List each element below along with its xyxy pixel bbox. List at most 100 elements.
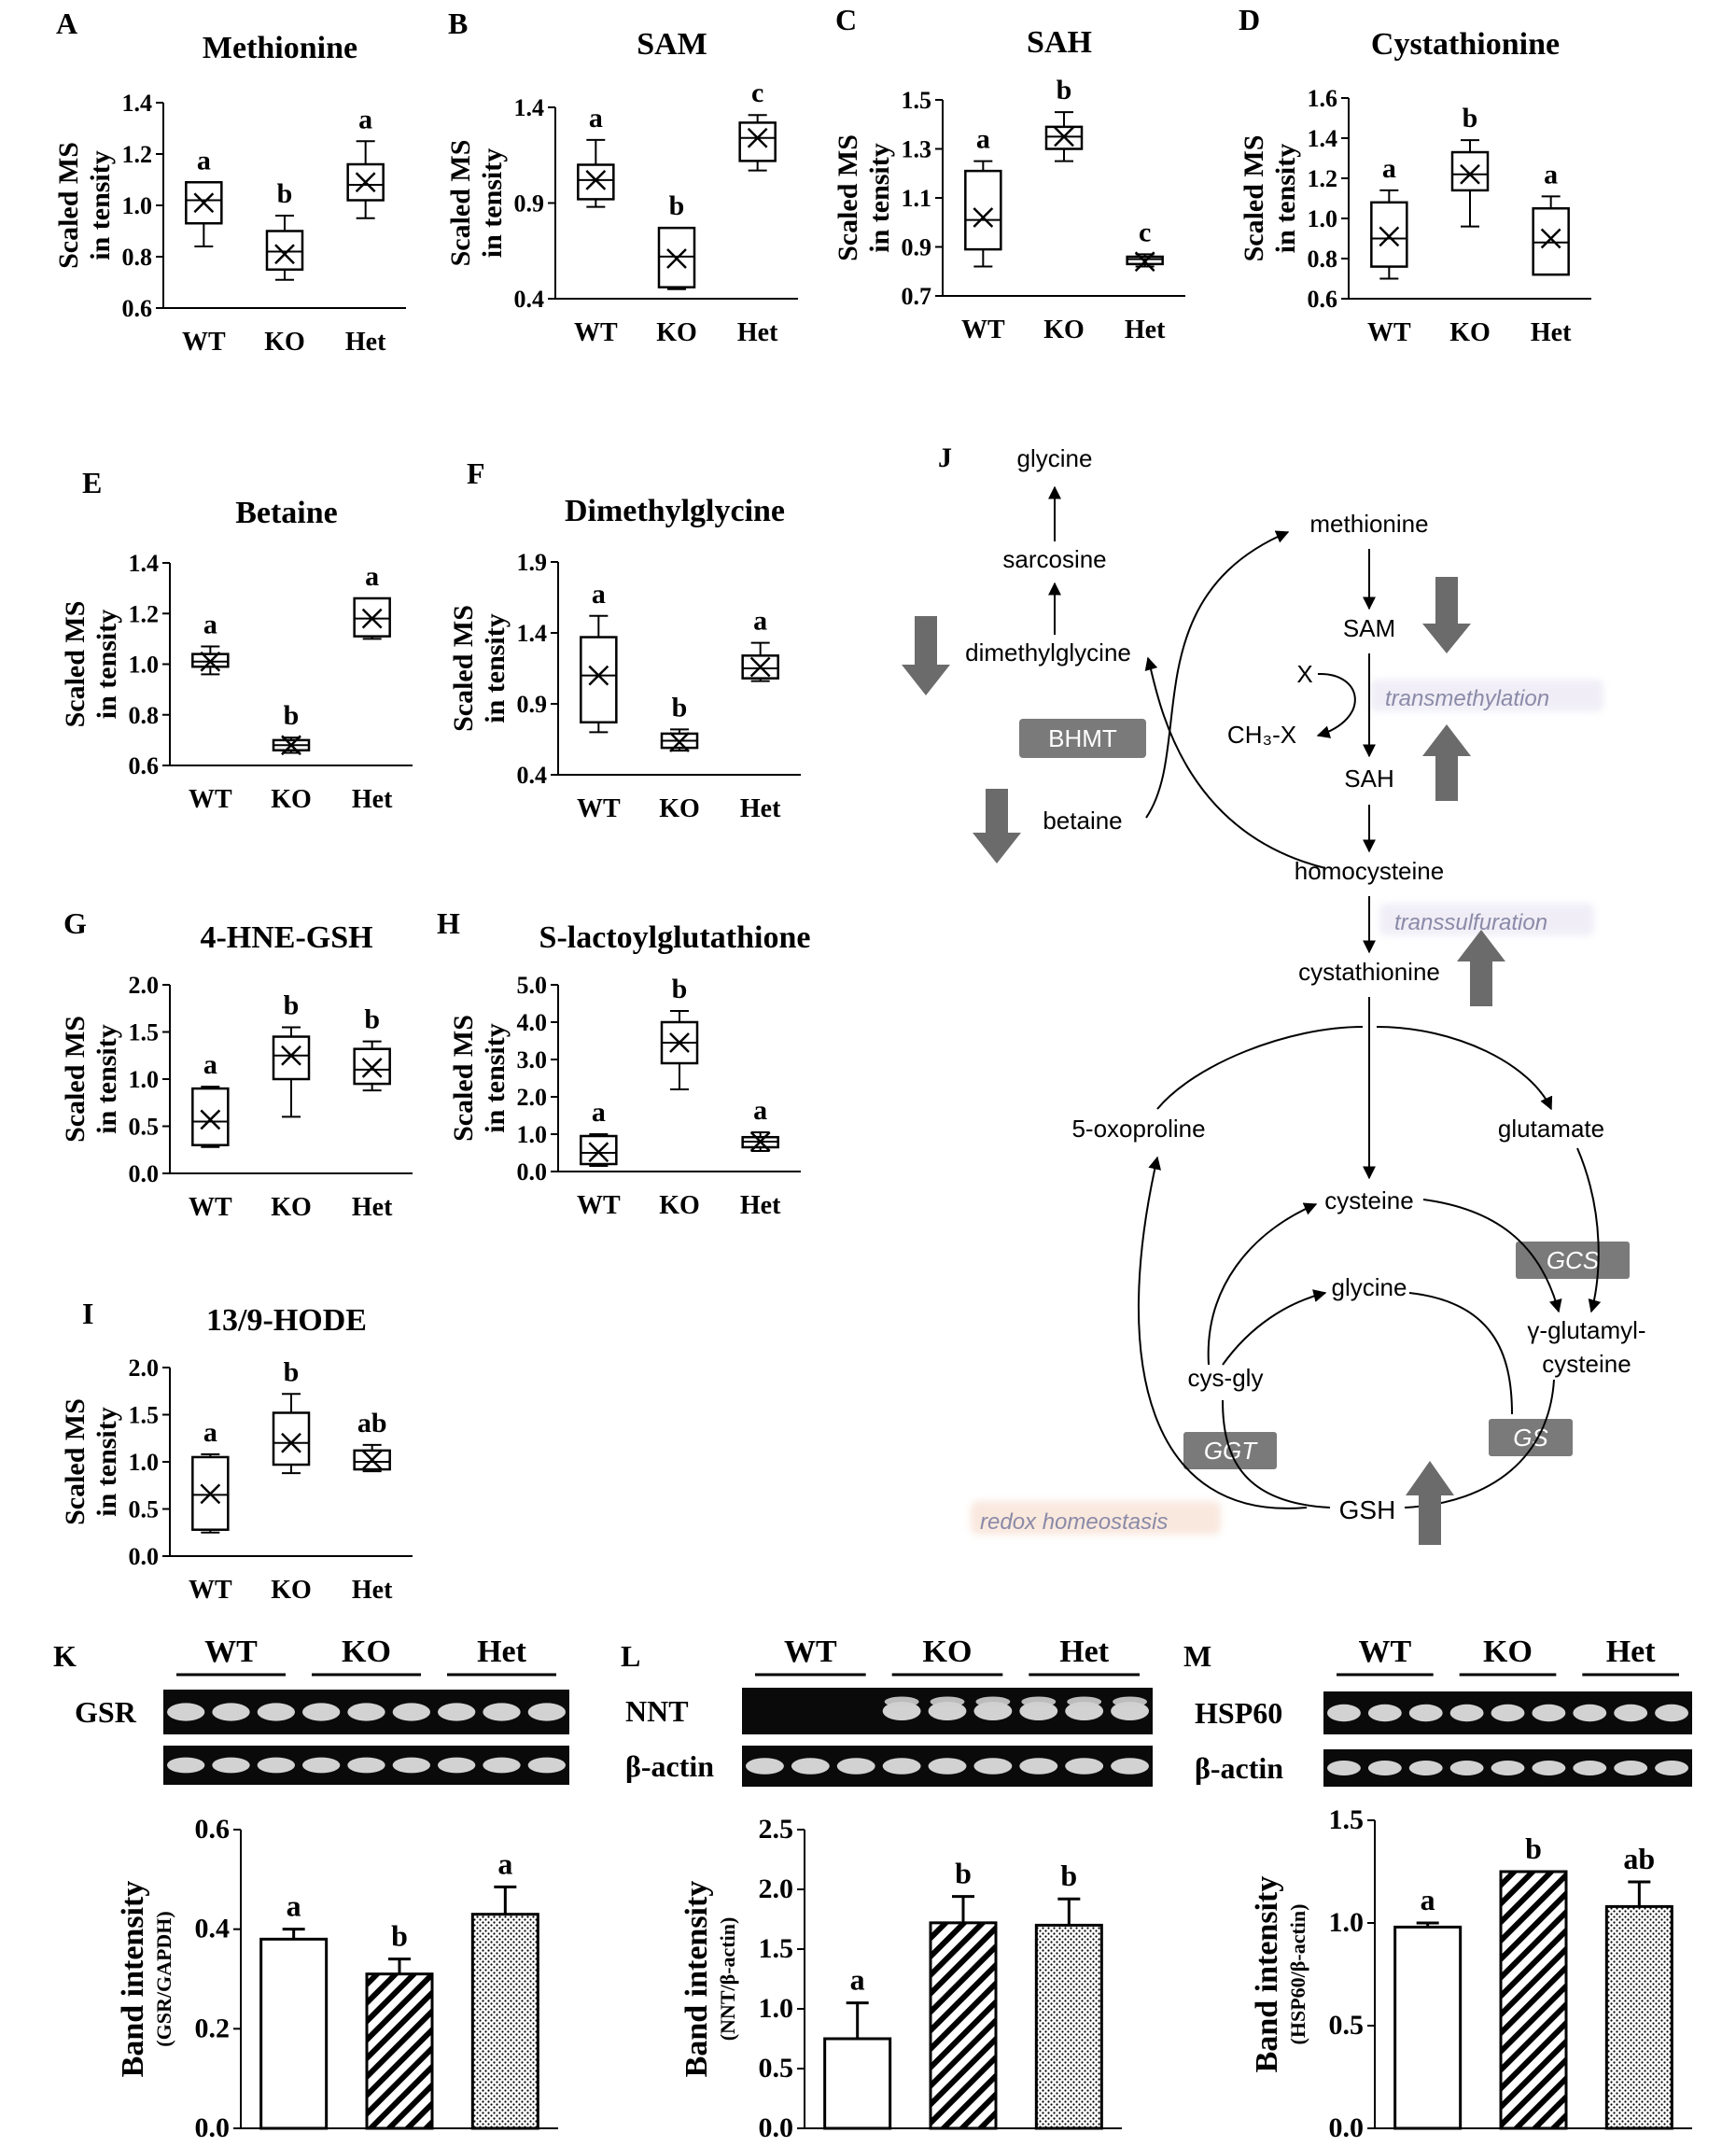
bar-WT	[1393, 1925, 1463, 2130]
blot-band	[1491, 1704, 1525, 1722]
blot-band	[1491, 1761, 1525, 1775]
bar-KO	[365, 1972, 434, 2130]
blot-band	[746, 1758, 784, 1775]
x-tick-label: WT	[189, 785, 232, 814]
x-tick-label: WT	[1367, 318, 1411, 347]
x-tick-label: KO	[659, 1191, 700, 1220]
y-tick-label: 1.9	[517, 549, 548, 576]
y-tick-label: 1.0	[517, 1121, 548, 1148]
regulation-arrows	[902, 577, 1505, 1545]
x-tick-label: WT	[833, 2143, 882, 2147]
chart-title: Dimethylglycine	[565, 494, 785, 528]
x-tick-label: WT	[574, 318, 618, 347]
x-tick-label: Het	[740, 794, 781, 823]
y-axis-label-line2: in tensity	[480, 613, 511, 723]
mean-marker	[973, 207, 994, 228]
y-tick-label: 0.5	[129, 1114, 160, 1141]
significance-letter: a	[753, 606, 767, 637]
blot-band	[1327, 1704, 1361, 1722]
box-Het	[1532, 207, 1570, 276]
x-tick-label: Het	[352, 1193, 393, 1222]
transmethylation-label: transmethylation	[1385, 686, 1549, 711]
y-tick-label: 1.6	[1308, 85, 1338, 112]
redox-homeostasis-label: redox homeostasis	[980, 1509, 1168, 1535]
panel-letter-K: K	[53, 1639, 77, 1673]
y-axis-label-line2: in tensity	[91, 1024, 122, 1134]
y-tick-label: 4.0	[517, 1009, 548, 1036]
box-WT	[191, 1087, 230, 1146]
blot-band	[527, 1757, 566, 1774]
blot-band	[1655, 1761, 1688, 1775]
x-tick-label: KO	[1449, 318, 1491, 347]
y-axis-label: Scaled MSin tensity	[448, 1015, 511, 1142]
blot-band	[928, 1702, 967, 1720]
blot-group-label: KO	[1483, 1635, 1533, 1669]
y-tick-label: 1.0	[759, 1993, 794, 2024]
SAM-down-arrow	[1422, 577, 1471, 653]
blot-group-label: WT	[1358, 1635, 1411, 1669]
panel-letter-E: E	[82, 466, 102, 499]
x-tick-label: Het	[740, 1191, 781, 1220]
blot-band-upper	[1113, 1696, 1147, 1707]
blot-band-upper	[975, 1696, 1011, 1707]
blot-band	[973, 1758, 1013, 1775]
blot-band	[1111, 1758, 1149, 1775]
y-tick-label: 1.3	[902, 136, 932, 163]
y-axis-label-line2: (HSP60/β-actin)	[1286, 1904, 1309, 2045]
x-tick-label: Het	[1045, 2143, 1092, 2147]
blot-row-label: β-actin	[625, 1749, 714, 1783]
box-WT	[1370, 201, 1408, 268]
x-tick-label: WT	[269, 2143, 318, 2147]
chart-title: Betaine	[235, 496, 338, 530]
y-axis-label-line1: Scaled MS	[60, 601, 91, 728]
y-tick-label: 0.2	[195, 2013, 231, 2043]
pathway-diagram: J transmethylation transsulfuration redo…	[902, 442, 1646, 1545]
y-tick-label: 0.0	[517, 1158, 548, 1186]
y-tick-label: 0.4	[517, 762, 548, 789]
y-tick-label: 1.5	[129, 1402, 160, 1429]
blot-band	[167, 1703, 205, 1721]
box-WT	[580, 1134, 618, 1166]
significance-letter: a	[850, 1963, 865, 1997]
mean-marker	[361, 608, 383, 629]
box-Het	[738, 121, 777, 162]
significance-letter: b	[1057, 75, 1072, 105]
box-Het	[346, 162, 385, 202]
y-tick-label: 2.0	[129, 972, 160, 999]
y-axis-label-line2: in tensity	[85, 150, 116, 260]
significance-letter: a	[1382, 153, 1396, 184]
y-axis-label-line1: Scaled MS	[445, 140, 476, 267]
y-tick-label: 1.4	[1308, 125, 1338, 152]
x-tick-label: Het	[482, 2143, 528, 2147]
blot-band	[392, 1757, 431, 1774]
panel-letter-G: G	[63, 906, 87, 940]
significance-letter: b	[672, 974, 688, 1004]
blot-band	[1449, 1704, 1484, 1722]
significance-letter: a	[358, 104, 372, 134]
node-glutamate: glutamate	[1498, 1115, 1604, 1143]
blot-row-label: NNT	[625, 1694, 689, 1728]
blot-row-label: GSR	[75, 1695, 137, 1729]
blot-band-upper	[1021, 1696, 1057, 1707]
significance-letter: ab	[1623, 1842, 1655, 1875]
mean-marker	[669, 732, 690, 752]
y-tick-label: 0.0	[1329, 2112, 1365, 2143]
mean-marker	[669, 1032, 690, 1053]
significance-letter: a	[592, 1097, 606, 1128]
significance-letter: a	[589, 103, 603, 133]
blot-band	[1573, 1761, 1607, 1775]
mean-marker	[193, 192, 215, 214]
x-tick-label: Het	[352, 785, 393, 814]
y-tick-label: 1.0	[1308, 205, 1338, 232]
mean-marker	[281, 1432, 301, 1453]
box-WT	[964, 169, 1002, 251]
y-tick-label: 2.0	[129, 1354, 160, 1382]
y-tick-label: 1.2	[129, 600, 160, 627]
blot-band	[347, 1757, 385, 1774]
y-tick-label: 0.8	[1308, 246, 1338, 273]
y-axis-label-line1: Scaled MS	[53, 142, 84, 269]
node-glycine-top: glycine	[1017, 444, 1093, 472]
